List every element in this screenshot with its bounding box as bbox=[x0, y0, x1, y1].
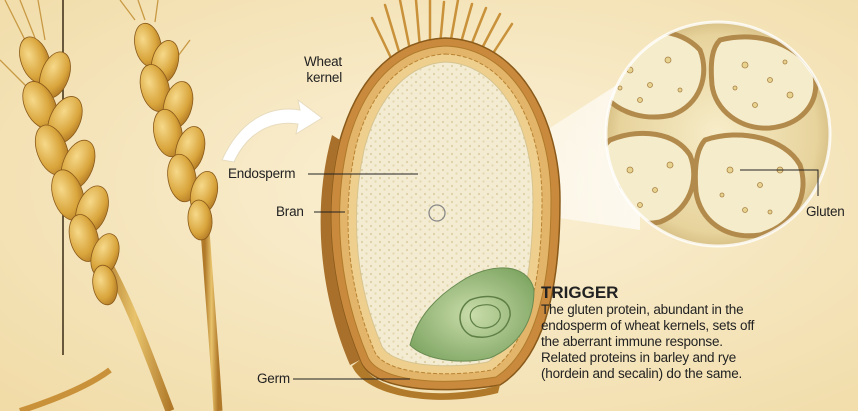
gluten-label: Gluten bbox=[806, 204, 845, 220]
trigger-line: the aberrant immune response. bbox=[541, 334, 858, 350]
trigger-line: endosperm of wheat kernels, sets off bbox=[541, 318, 858, 334]
germ-label: Germ bbox=[257, 371, 290, 387]
wheat-kernel-label: Wheat kernel bbox=[284, 54, 342, 86]
trigger-line: The gluten protein, abundant in the bbox=[541, 302, 858, 318]
trigger-description: The gluten protein, abundant in the endo… bbox=[541, 302, 858, 382]
endosperm-label: Endosperm bbox=[228, 166, 295, 182]
trigger-title: TRIGGER bbox=[541, 283, 618, 303]
trigger-line: (hordein and secalin) do the same. bbox=[541, 366, 858, 382]
trigger-line: Related proteins in barley and rye bbox=[541, 350, 858, 366]
bran-label: Bran bbox=[276, 204, 304, 220]
